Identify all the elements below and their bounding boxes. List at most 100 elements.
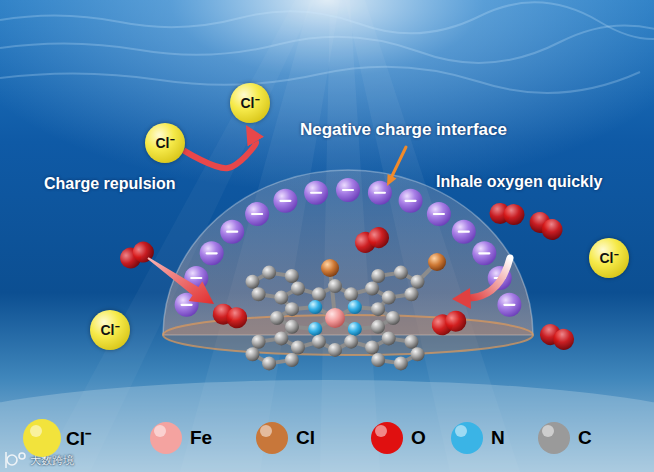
annotation-label: Charge repulsion bbox=[44, 174, 176, 193]
legend-sphere bbox=[538, 422, 570, 454]
negative-charge-ball bbox=[336, 178, 360, 202]
ion-sphere: Cl⁻ bbox=[589, 238, 629, 278]
legend-item: O bbox=[367, 418, 426, 458]
pointer-arrowhead bbox=[387, 174, 397, 186]
atom-sphere bbox=[371, 320, 385, 334]
oxygen-molecule bbox=[537, 321, 577, 353]
legend-sphere bbox=[150, 422, 182, 454]
legend-text: Fe bbox=[190, 427, 212, 449]
atom-sphere bbox=[285, 353, 299, 367]
atom-sphere bbox=[328, 279, 342, 293]
logo-stroke bbox=[5, 452, 7, 468]
oxygen-molecule bbox=[210, 301, 249, 330]
watermark-logo bbox=[6, 452, 25, 468]
minus-sign bbox=[280, 200, 290, 202]
atom-sphere bbox=[245, 347, 259, 361]
atom-sphere bbox=[321, 259, 339, 277]
oxygen-molecule bbox=[526, 208, 567, 244]
negative-charge-ball bbox=[220, 220, 244, 244]
atom-sphere bbox=[428, 253, 446, 271]
sphere-highlight bbox=[375, 425, 387, 437]
atom-sphere bbox=[245, 275, 259, 289]
legend-swatch bbox=[367, 418, 407, 458]
annotation-label: Negative charge interface bbox=[300, 120, 507, 140]
water-surface bbox=[0, 2, 654, 93]
atom-sphere bbox=[394, 356, 408, 370]
negative-charge-ball bbox=[452, 220, 476, 244]
wave-line bbox=[0, 67, 640, 93]
legend-item: Fe bbox=[146, 418, 212, 458]
negative-charge-ball bbox=[245, 202, 269, 226]
atom-sphere bbox=[262, 266, 276, 280]
legend-swatch bbox=[252, 418, 292, 458]
oxygen-molecules bbox=[117, 202, 577, 353]
minus-sign bbox=[311, 192, 321, 194]
legend-sphere bbox=[451, 422, 483, 454]
legend-item: C bbox=[534, 418, 592, 458]
atom-sphere bbox=[291, 341, 305, 355]
legend-item: Cl bbox=[252, 418, 315, 458]
charge-sphere bbox=[220, 220, 244, 244]
negative-charge-ball bbox=[472, 241, 496, 265]
sphere-highlight bbox=[260, 425, 272, 437]
atom-sphere bbox=[371, 269, 385, 283]
charge-sphere bbox=[497, 293, 521, 317]
atom-sphere bbox=[270, 311, 284, 325]
minus-sign bbox=[406, 200, 416, 202]
negative-charge-layer bbox=[175, 178, 522, 317]
atom-sphere bbox=[325, 308, 345, 328]
inhale-arrow bbox=[470, 258, 510, 298]
atom-sphere bbox=[328, 343, 342, 357]
atom-sphere bbox=[252, 335, 266, 349]
ion-sphere: Cl⁻ bbox=[230, 83, 270, 123]
annotation-label: Inhale oxygen quickly bbox=[436, 172, 602, 191]
minus-sign bbox=[479, 252, 489, 254]
ion-label: Cl⁻ bbox=[156, 136, 175, 150]
minus-sign bbox=[252, 213, 262, 215]
oxygen-molecule bbox=[117, 238, 158, 272]
negative-charge-ball bbox=[427, 202, 451, 226]
oxygen-atom bbox=[365, 224, 392, 251]
oxygen-atom bbox=[550, 326, 577, 353]
atom-sphere bbox=[262, 356, 276, 370]
sphere-highlight bbox=[455, 425, 467, 437]
ion-label: Cl⁻ bbox=[241, 96, 260, 110]
legend-text: N bbox=[491, 427, 505, 449]
wave-line bbox=[0, 25, 654, 63]
oxygen-atom bbox=[538, 215, 567, 244]
charge-sphere bbox=[273, 189, 297, 213]
atom-sphere bbox=[308, 300, 322, 314]
oxygen-molecule bbox=[489, 202, 526, 226]
atom-sphere bbox=[371, 302, 385, 316]
minus-sign bbox=[434, 213, 444, 215]
repulsion-arrow bbox=[184, 142, 256, 169]
atom-sphere bbox=[308, 322, 322, 336]
atom-sphere bbox=[404, 287, 418, 301]
atom-sphere bbox=[312, 335, 326, 349]
oxygen-molecule bbox=[429, 308, 468, 337]
oxygen-atom bbox=[503, 203, 526, 226]
atom-sphere bbox=[371, 353, 385, 367]
charge-sphere bbox=[200, 241, 224, 265]
negative-charge-ball bbox=[200, 241, 224, 265]
legend-sphere bbox=[256, 422, 288, 454]
inhale-arrowhead bbox=[452, 288, 471, 309]
negative-charge-ball bbox=[273, 189, 297, 213]
charge-sphere bbox=[427, 202, 451, 226]
legend-text: Cl bbox=[296, 427, 315, 449]
atom-sphere bbox=[291, 281, 305, 295]
legend-swatch bbox=[146, 418, 186, 458]
atom-sphere bbox=[252, 287, 266, 301]
sphere-highlight bbox=[542, 425, 554, 437]
atom-sphere bbox=[348, 322, 362, 336]
atom-sphere bbox=[285, 269, 299, 283]
charge-sphere bbox=[399, 189, 423, 213]
minus-sign bbox=[504, 304, 514, 306]
logo-ring bbox=[19, 453, 25, 459]
minus-sign bbox=[343, 189, 353, 191]
atom-sphere bbox=[274, 331, 288, 345]
atom-sphere bbox=[411, 347, 425, 361]
charge-sphere bbox=[452, 220, 476, 244]
